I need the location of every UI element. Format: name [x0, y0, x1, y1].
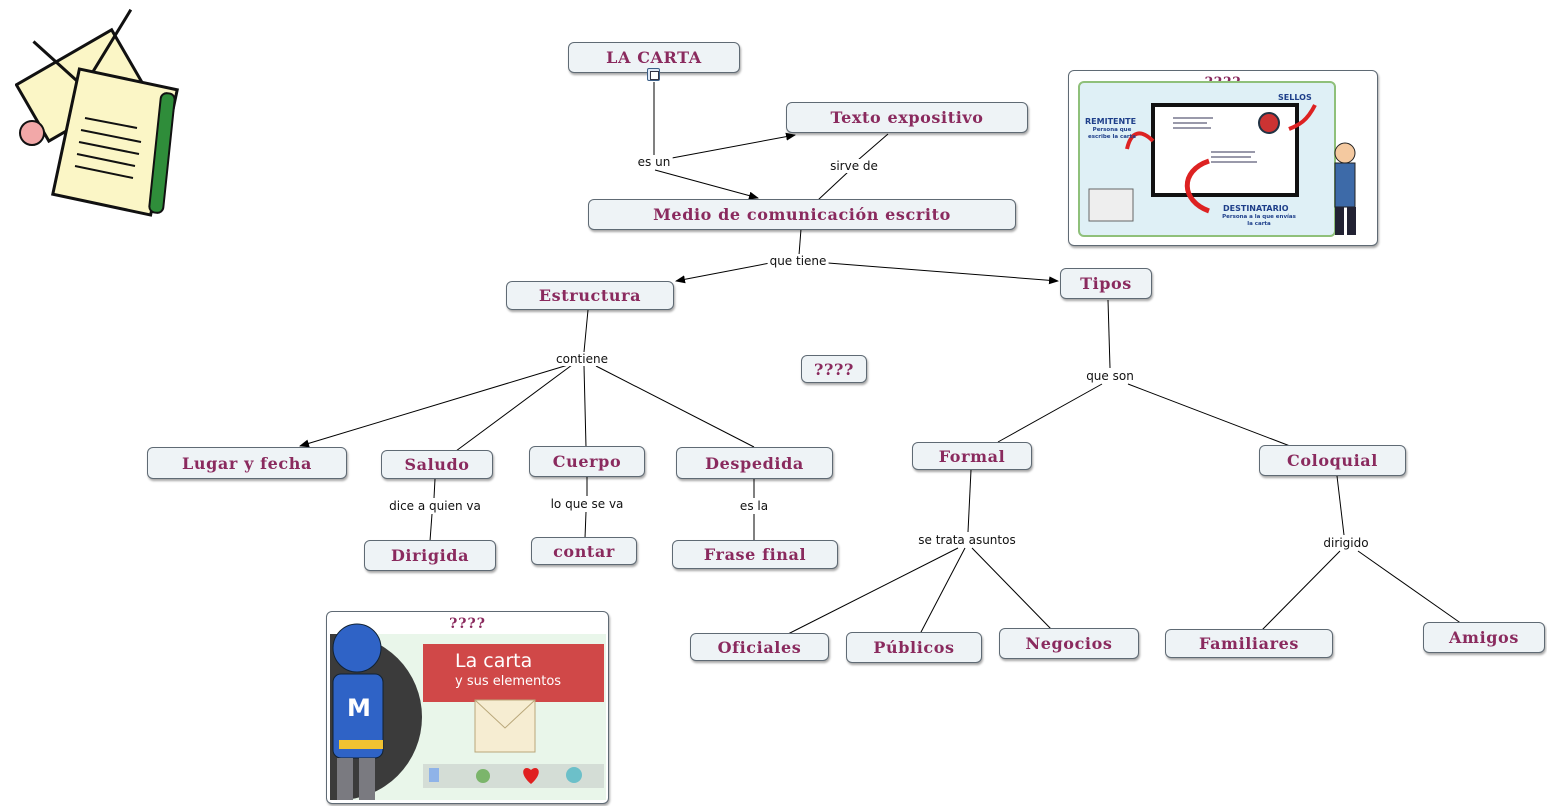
node-lugar-fecha[interactable]: Lugar y fecha — [147, 447, 347, 479]
video-title-banner — [423, 644, 604, 702]
node-coloquial[interactable]: Coloquial — [1259, 445, 1406, 476]
video-image-card[interactable]: ???? La carta y sus elementos M — [326, 611, 609, 804]
destinatario-sub: Persona a la que envías la carta — [1222, 214, 1296, 227]
node-despedida[interactable]: Despedida — [676, 447, 833, 479]
node-texto-expositivo[interactable]: Texto expositivo — [786, 102, 1028, 133]
node-amigos[interactable]: Amigos — [1423, 622, 1545, 653]
mascot-illustration — [332, 623, 604, 800]
link-label-se-trata-asuntos[interactable]: se trata asuntos — [916, 533, 1018, 547]
link-label-es-un[interactable]: es un — [635, 155, 673, 169]
video-headline: La carta — [455, 650, 533, 672]
node-familiares[interactable]: Familiares — [1165, 629, 1333, 658]
node-frase-final[interactable]: Frase final — [672, 540, 838, 569]
node-contar[interactable]: contar — [531, 537, 637, 565]
destinatario-label: DESTINATARIO — [1223, 204, 1289, 213]
mascot-letter: M — [347, 694, 371, 722]
node-negocios[interactable]: Negocios — [999, 628, 1139, 659]
link-label-sirve-de[interactable]: sirve de — [828, 159, 880, 173]
link-label-es-la[interactable]: es la — [737, 499, 771, 513]
node-cuerpo[interactable]: Cuerpo — [529, 446, 645, 477]
video-card-title: ???? — [449, 616, 486, 632]
node-tipos[interactable]: Tipos — [1060, 268, 1152, 299]
node-formal[interactable]: Formal — [912, 442, 1032, 470]
node-estructura[interactable]: Estructura — [506, 281, 674, 310]
node-publicos[interactable]: Públicos — [846, 632, 982, 663]
envelope-image-card[interactable]: ???? REMITENTE Persona que escribe la ca… — [1068, 70, 1378, 246]
link-label-que-son[interactable]: que son — [1084, 369, 1136, 383]
link-label-dice-a-quien-va[interactable]: dice a quien va — [387, 499, 483, 513]
remitente-label: REMITENTE — [1085, 117, 1137, 126]
envelope-drawing — [1088, 103, 1356, 235]
node-dirigida[interactable]: Dirigida — [364, 540, 496, 571]
link-label-que-tiene[interactable]: que tiene — [767, 254, 829, 268]
link-label-dirigido[interactable]: dirigido — [1321, 536, 1371, 550]
letter-clipart — [14, 8, 195, 223]
link-label-contiene[interactable]: contiene — [554, 352, 610, 366]
sellos-label: SELLOS — [1278, 93, 1312, 102]
link-label-lo-que-se-va[interactable]: lo que se va — [548, 497, 626, 511]
node-oficiales[interactable]: Oficiales — [690, 633, 829, 661]
remitente-sub: Persona que escribe la carta — [1088, 127, 1136, 140]
node-medio-comunicacion[interactable]: Medio de comunicación escrito — [588, 199, 1016, 230]
node-unknown-center[interactable]: ???? — [801, 355, 867, 383]
document-icon[interactable] — [647, 68, 660, 81]
video-subheadline: y sus elementos — [455, 674, 562, 689]
node-saludo[interactable]: Saludo — [381, 450, 493, 479]
